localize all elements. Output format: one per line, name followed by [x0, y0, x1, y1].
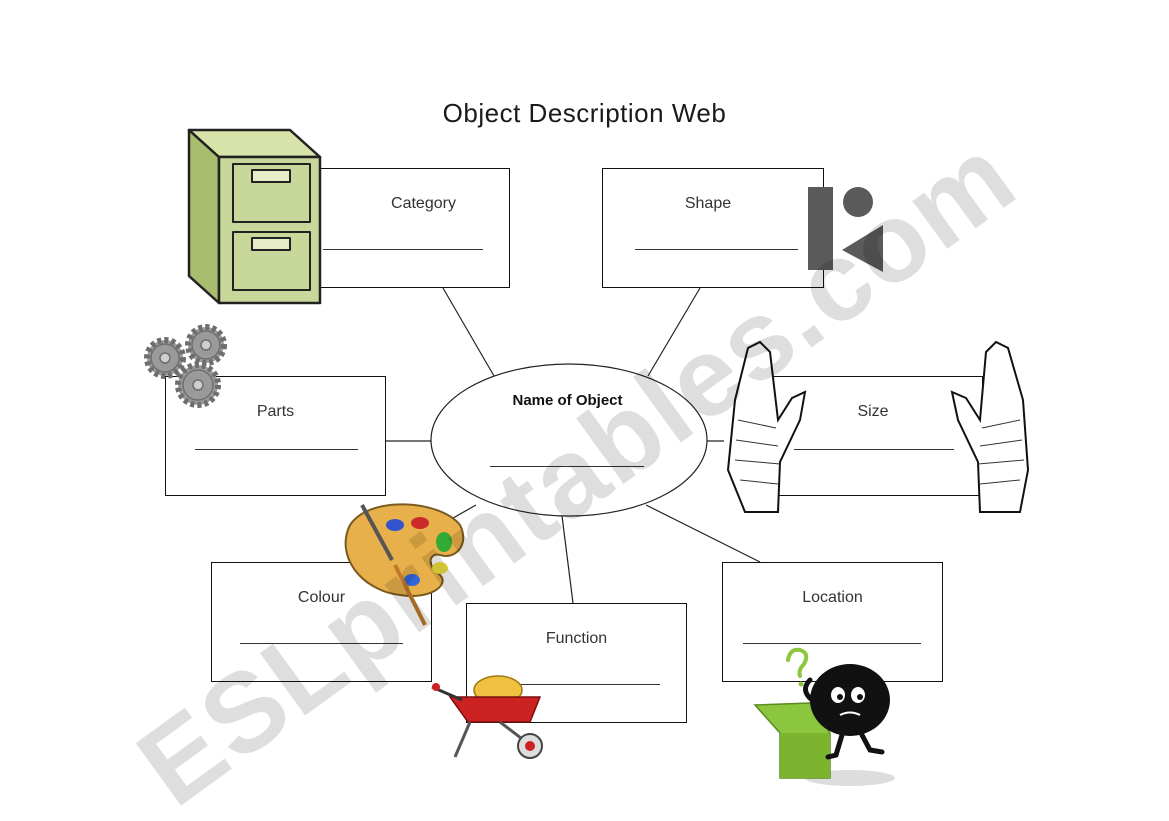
center-write-line — [490, 466, 644, 467]
wheelbarrow-icon — [431, 675, 543, 759]
category-box: Category — [317, 168, 510, 288]
parts-label: Parts — [256, 403, 295, 420]
shape-label: Shape — [684, 195, 732, 212]
function-write-line — [497, 684, 660, 685]
parts-write-line — [195, 449, 358, 450]
location-label: Location — [802, 589, 863, 606]
page-title: Object Description Web — [442, 98, 727, 128]
center-ellipse — [430, 363, 708, 517]
function-label: Function — [545, 630, 608, 647]
palette-icon — [344, 503, 465, 626]
file-cabinet-icon — [187, 128, 322, 305]
colour-label: Colour — [297, 589, 346, 606]
question-creature-icon — [753, 647, 895, 786]
gears-icon — [144, 324, 227, 408]
size-box: Size — [763, 376, 983, 496]
location-write-line — [743, 643, 921, 644]
location-box: Location — [722, 562, 943, 682]
category-label: Category — [391, 195, 456, 212]
size-label: Size — [857, 403, 889, 420]
shapes-icon — [808, 187, 883, 272]
size-write-line — [794, 449, 954, 450]
hands-icon — [726, 340, 1030, 513]
colour-box: Colour — [211, 562, 432, 682]
shape-write-line — [635, 249, 798, 250]
colour-write-line — [240, 643, 403, 644]
center-label: Name of Object — [512, 392, 623, 409]
category-write-line — [323, 249, 483, 250]
shape-box: Shape — [602, 168, 824, 288]
